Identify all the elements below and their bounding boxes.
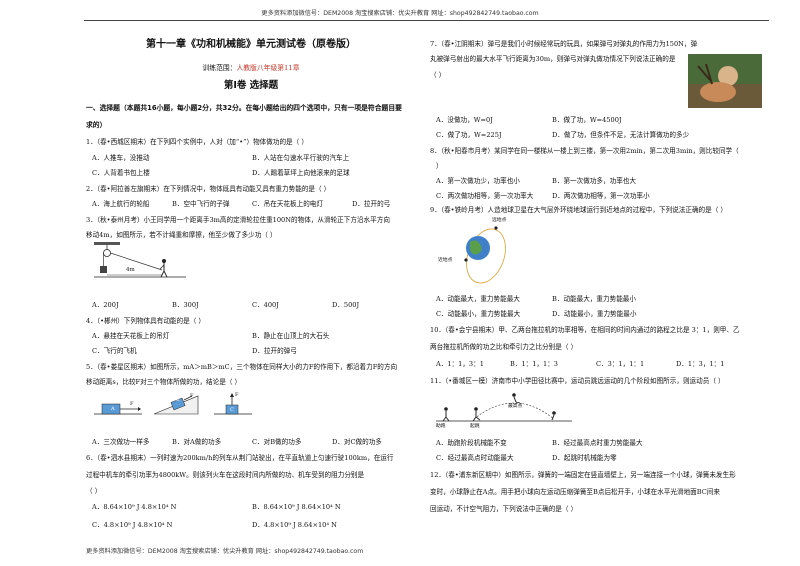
q7-option-d: D．做了功，但条件不足，无法计算做功的多少 bbox=[552, 131, 690, 139]
q6-stem-line2: 过程中机车的牵引功率为4800kW。则该列火车在这段时间内所做的功、机车受到的阻… bbox=[86, 471, 365, 479]
q6-stem-line1: 6．（春•泗水县期末）一列时速为200km/h的列车从荆门站驶出，在平直轨道上匀… bbox=[86, 454, 394, 462]
q11-option-d: D．起跳时机械能为零 bbox=[552, 454, 617, 462]
q9-orbit-figure bbox=[464, 226, 506, 284]
q1-option-b: B．人站在匀速水平行驶的汽车上 bbox=[252, 154, 350, 162]
q10-stem-line1: 10．（春•会宁县期末）甲、乙两台拖拉机的功率相等，在相同的时间内通过的路程之比… bbox=[430, 326, 740, 334]
q5-option-a: A．三次做功一样多 bbox=[92, 438, 150, 446]
q4-option-a: A．悬挂在天花板上的吊灯 bbox=[92, 332, 170, 340]
q10-option-c: C．3：1，1：1 bbox=[596, 360, 645, 368]
q4-option-c: C．飞行的飞机 bbox=[92, 347, 137, 355]
q5-stem-line1: 5．（春•娄星区期末）如图所示，mA＞mB＞mC，三个物体在同样大小的力F的作用… bbox=[86, 363, 398, 371]
q2-option-a: A．海上航行的轮船 bbox=[92, 200, 150, 208]
q3-option-a: A．200J bbox=[92, 301, 119, 309]
q5-label-a: A bbox=[111, 406, 115, 412]
part-title: 第Ⅰ卷 选择题 bbox=[223, 80, 279, 91]
q6-option-b: B．8.64×10⁹ J 8.64×10⁴ N bbox=[252, 503, 341, 511]
q8-option-b: B．第一次做功多，功率也大 bbox=[552, 177, 636, 185]
footer-promo: 更多资料添加微信号：DEM2008 淘宝搜索店铺：优尖升教育 网址：shop49… bbox=[86, 548, 364, 555]
q5-label-c: C bbox=[230, 407, 234, 413]
q9-perigee-label: 近地点 bbox=[438, 258, 453, 263]
q9-option-b: B．动能最大，重力势能最小 bbox=[552, 295, 636, 303]
q12-stem-line3: 回运动，不计空气阻力，下列说法中正确的是（ ） bbox=[430, 505, 578, 513]
scope-value: 人教版八年级第11章 bbox=[236, 64, 300, 72]
q7-option-b: B．做了功，W=4500J bbox=[552, 116, 622, 124]
q11-runup-label: 助跑 bbox=[436, 424, 446, 429]
q11-option-c: C．经过最高点时动能最大 bbox=[436, 454, 514, 462]
q6-option-a: A．8.64×10⁹ J 4.8×10⁴ N bbox=[92, 503, 177, 511]
q5-option-c: C．对B做的功多 bbox=[252, 438, 302, 446]
q9-apogee-label: 远地点 bbox=[492, 218, 507, 223]
q10-option-a: A．1：1，3：1 bbox=[436, 360, 484, 368]
q4-stem: 4．（•郴州）下列物体具有动能的是（ ） bbox=[86, 317, 205, 325]
q4-option-b: B．静止在山顶上的大石头 bbox=[252, 332, 330, 340]
right-column: 7．（春•江阴期末）弹弓是我们小时候经常玩的玩具，如果弹弓对弹丸的作用力为150… bbox=[430, 30, 775, 540]
q11-peak-label: 最高点 bbox=[508, 404, 523, 409]
q11-option-a: A．助跑阶段机械能不变 bbox=[436, 439, 507, 447]
q9-option-d: D．动能最小，重力势能最小 bbox=[552, 310, 637, 318]
q3-option-b: B．300J bbox=[172, 301, 199, 309]
q2-option-b: B．空中飞行的子弹 bbox=[172, 200, 230, 208]
q5-force-label-2: F bbox=[190, 393, 194, 399]
q1-stem: 1．（春•西城区期末）在下列四个实例中，人对（加“•”）物体做功的是（ ） bbox=[86, 138, 308, 146]
q7-stem-line3: （ ） bbox=[430, 71, 446, 79]
q5-force-label-1: F bbox=[130, 401, 134, 407]
q8-stem-line1: 8．（秋•阳春市月考）某同学在同一楼梯从一楼上到三楼，第一次用2min，第二次用… bbox=[430, 147, 739, 155]
q9-stem: 9．（春•铁岭月考）人造地球卫星在大气层外环绕地球运行到近地点的过程中，下列说法… bbox=[430, 206, 728, 214]
q7-option-c: C．做了功，W=225J bbox=[436, 131, 502, 139]
q12-stem-line1: 12．（春•浦东新区期中）如图所示，弹簧的一端固定在竖直墙壁上，另一端连接一个小… bbox=[430, 471, 736, 479]
q5-blocks-figure bbox=[94, 393, 252, 415]
q6-stem-line3: （ ） bbox=[86, 487, 102, 495]
q11-takeoff-label: 起跳 bbox=[470, 424, 480, 429]
q7-stem-line2: 丸被弹弓射出的最大水平飞行距离为30m，则弹弓对弹丸做功情况下列说法正确的是 bbox=[430, 55, 676, 63]
q11-long-jump-figure bbox=[436, 393, 572, 422]
q3-option-c: C．400J bbox=[252, 301, 279, 309]
q8-option-c: C．两次做功相等，第一次功率大 bbox=[436, 192, 534, 200]
q7-slingshot-photo bbox=[688, 54, 762, 108]
doc-title: 第十一章《功和机械能》单元测试卷（原卷版） bbox=[146, 39, 356, 50]
q7-stem-line1: 7．（春•江阴期末）弹弓是我们小时候经常玩的玩具，如果弹弓对弹丸的作用力为150… bbox=[430, 40, 698, 48]
q5-option-b: B．对A做的功多 bbox=[172, 438, 222, 446]
q1-option-c: C．人背着书包上楼 bbox=[92, 169, 150, 177]
q8-stem-line2: ） bbox=[436, 162, 443, 170]
q6-option-d: D．4.8×10⁹ J 8.64×10⁴ N bbox=[252, 521, 337, 529]
section-heading-line2: 求的） bbox=[86, 121, 107, 129]
section-heading-line1: 一、选择题（本题共16小题，每小题2分，共32分。在每小题给出的四个选项中，只有… bbox=[86, 104, 402, 112]
q7-option-a: A．没做功，W=0J bbox=[436, 116, 493, 124]
scope-label: 训练范围： bbox=[202, 64, 237, 72]
q1-option-d: D．人踢着草坪上向他滚来的足球 bbox=[252, 169, 350, 177]
q9-option-c: C．动能最小，重力势能最大 bbox=[436, 310, 521, 318]
q5-label-b: B bbox=[176, 397, 180, 403]
q5-option-d: D．对C做的功多 bbox=[332, 438, 382, 446]
q12-stem-line2: 变时，小球静止在A点。用手把小球向左运动压缩弹簧至B点后松开手，小球在水平光滑地… bbox=[430, 488, 720, 496]
q2-option-c: C．吊在天花板上的电灯 bbox=[252, 200, 323, 208]
q8-option-d: D．两次做功相等，第一次功率小 bbox=[552, 192, 650, 200]
q10-option-d: D．1：3，1：1 bbox=[676, 360, 725, 368]
header-divider bbox=[84, 20, 769, 21]
q3-stem-line1: 3．（秋•泰州月考）小王同学用一个距离手3m高的定滑轮拉住重100N的物体，从滑… bbox=[86, 216, 390, 224]
q2-option-d: D．拉开的弓 bbox=[352, 200, 391, 208]
q6-option-c: C．4.8×10⁹ J 4.8×10⁴ N bbox=[92, 521, 173, 529]
q9-option-a: A．动能最大，重力势能最大 bbox=[436, 295, 520, 303]
header-promo: 更多资料添加微信号：DEM2008 淘宝搜索店铺：优尖升教育 网址：shop49… bbox=[261, 10, 539, 17]
q4-option-d: D．拉开的弹弓 bbox=[252, 347, 297, 355]
q5-force-label-3: F bbox=[235, 392, 239, 398]
q11-stem: 11．（•番城区一模）济南市中小学田径比赛中，运动员跳远运动的几个阶段如图所示，… bbox=[430, 377, 725, 385]
q5-stem-line2: 移动距离s，比较F对三个物体所做的功，结论是（ ） bbox=[86, 378, 242, 386]
q3-option-d: D．500J bbox=[332, 301, 360, 309]
q2-stem: 2．（春•阿拉善左旗期末）在下列情况中，物体既具有动能又具有重力势能的是（ ） bbox=[86, 185, 331, 193]
left-column: 第十一章《功和机械能》单元测试卷（原卷版） 训练范围：人教版八年级第11章 第Ⅰ… bbox=[86, 30, 416, 540]
q1-option-a: A．人推车，没推动 bbox=[92, 154, 150, 162]
q3-distance-label: 4m bbox=[126, 267, 135, 273]
q8-option-a: A．第一次做功少，功率也小 bbox=[436, 177, 520, 185]
q10-option-b: B．1：1，1：3 bbox=[510, 360, 559, 368]
training-scope: 训练范围：人教版八年级第11章 bbox=[86, 64, 416, 73]
q10-stem-line2: 两台拖拉机所做的功之比和牵引力之比分别是（ ） bbox=[430, 343, 578, 351]
q11-option-b: B．经过最高点时重力势能最大 bbox=[552, 439, 643, 447]
q3-pulley-figure bbox=[94, 242, 186, 278]
q3-stem-line2: 移动4m，如图所示，若不计绳重和摩擦，他至少做了多少功（ ） bbox=[86, 231, 277, 239]
